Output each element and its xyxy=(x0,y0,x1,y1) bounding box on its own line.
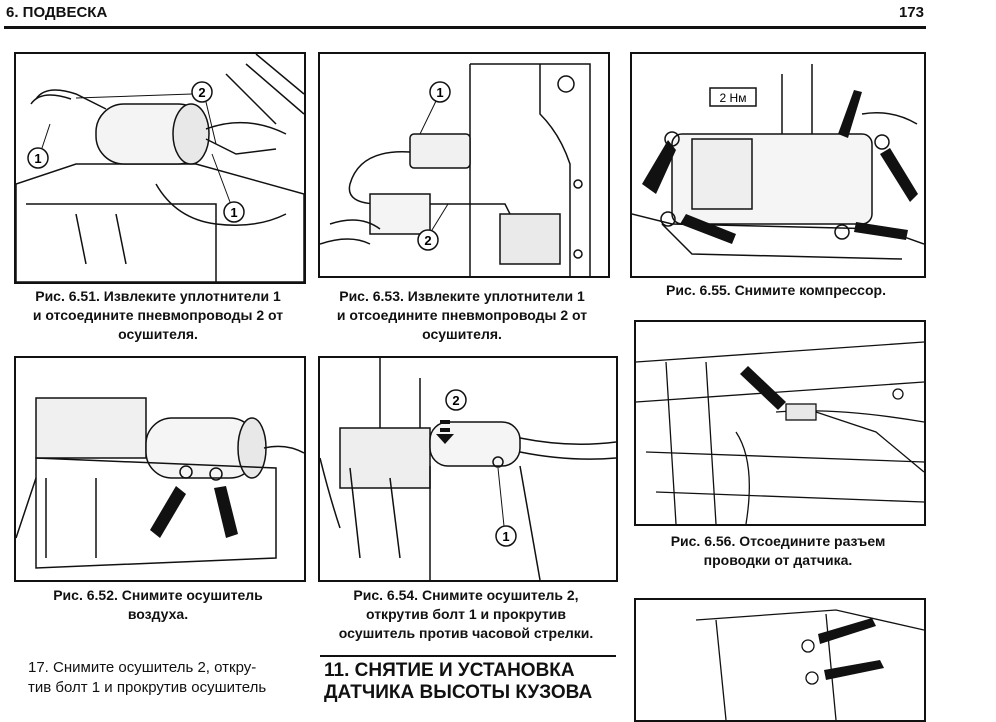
step-line: 17. Снимите осушитель 2, откру- xyxy=(28,659,257,676)
caption-line: осушителя. xyxy=(118,326,198,342)
section-rule xyxy=(320,655,616,657)
sensor-mount-illustration xyxy=(695,609,924,720)
caption-line: осушитель против часовой стрелки. xyxy=(338,625,594,641)
callout-label: 1 xyxy=(230,205,237,220)
figure-6-57-partial xyxy=(634,598,926,722)
figure-6-52 xyxy=(14,356,306,582)
arrow-icon xyxy=(740,366,786,410)
dryer-connection-illustration: 1 2 xyxy=(320,63,591,276)
figure-6-53: 1 2 xyxy=(318,52,610,278)
callout-label: 1 xyxy=(436,85,443,100)
torque-label: 2 Нм xyxy=(720,91,747,105)
caption-line: Рис. 6.51. Извлеките уплотнители 1 xyxy=(35,288,281,304)
caption-line: воздуха. xyxy=(127,606,189,622)
instruction-step-17: 17. Снимите осушитель 2, откру- тив болт… xyxy=(28,658,312,698)
figure-caption-6-54: Рис. 6.54. Снимите осушитель 2, открутив… xyxy=(312,586,620,643)
callout-label: 1 xyxy=(502,529,509,544)
air-dryer-removal-illustration xyxy=(16,397,304,569)
header-rule xyxy=(4,26,926,29)
section-title: 6. ПОДВЕСКА xyxy=(6,4,108,21)
figure-6-54: 2 1 xyxy=(318,356,618,582)
callout-markers xyxy=(27,81,245,223)
section-heading-line: 11. СНЯТИЕ И УСТАНОВКА xyxy=(324,660,575,681)
compressor-removal-illustration: 2 Нм xyxy=(632,64,924,260)
section-heading: 11. СНЯТИЕ И УСТАНОВКА ДАТЧИКА ВЫСОТЫ КУ… xyxy=(324,660,620,704)
height-sensor-connector-illustration xyxy=(636,341,924,524)
figure-caption-6-52: Рис. 6.52. Снимите осушитель воздуха. xyxy=(8,586,308,624)
section-heading-line: ДАТЧИКА ВЫСОТЫ КУЗОВА xyxy=(324,682,593,703)
callout-label: 1 xyxy=(34,151,41,166)
dryer-bolt-illustration: 2 1 xyxy=(320,358,616,580)
caption-line: и отсоедините пневмопроводы 2 от xyxy=(336,307,588,323)
figure-caption-6-51: Рис. 6.51. Извлеките уплотнители 1 и отс… xyxy=(8,287,308,344)
caption-line: открутив болт 1 и прокрутив xyxy=(366,606,566,622)
caption-line: Рис. 6.52. Снимите осушитель xyxy=(53,587,263,603)
page-number: 173 xyxy=(898,4,924,21)
arrow-icon xyxy=(642,90,918,244)
arrow-icon xyxy=(818,618,884,680)
caption-line: проводки от датчика. xyxy=(703,552,853,568)
arrow-icon xyxy=(436,420,454,444)
caption-line: осушителя. xyxy=(422,326,502,342)
step-line: тив болт 1 и прокрутив осушитель xyxy=(28,679,267,696)
arrow-icon xyxy=(150,486,238,538)
figure-6-56 xyxy=(634,320,926,526)
figure-caption-6-53: Рис. 6.53. Извлеките уплотнители 1 и отс… xyxy=(312,287,612,344)
callout-label: 2 xyxy=(452,393,459,408)
figure-caption-6-56: Рис. 6.56. Отсоедините разъем проводки о… xyxy=(634,532,922,570)
figure-6-51: 2 1 1 xyxy=(14,52,306,284)
compressor-dryer-illustration: 2 1 1 xyxy=(16,54,304,282)
figure-6-55: 2 Нм xyxy=(630,52,926,278)
page-header: 6. ПОДВЕСКА 173 xyxy=(0,0,996,30)
caption-line: Рис. 6.54. Снимите осушитель 2, xyxy=(353,587,579,603)
callout-label: 2 xyxy=(198,85,205,100)
caption-line: Рис. 6.55. Снимите компрессор. xyxy=(666,282,886,298)
figure-caption-6-55: Рис. 6.55. Снимите компрессор. xyxy=(630,281,922,300)
caption-line: Рис. 6.53. Извлеките уплотнители 1 xyxy=(339,288,585,304)
callout-label: 2 xyxy=(424,233,431,248)
caption-line: Рис. 6.56. Отсоедините разъем xyxy=(670,533,886,549)
caption-line: и отсоедините пневмопроводы 2 от xyxy=(32,307,284,323)
